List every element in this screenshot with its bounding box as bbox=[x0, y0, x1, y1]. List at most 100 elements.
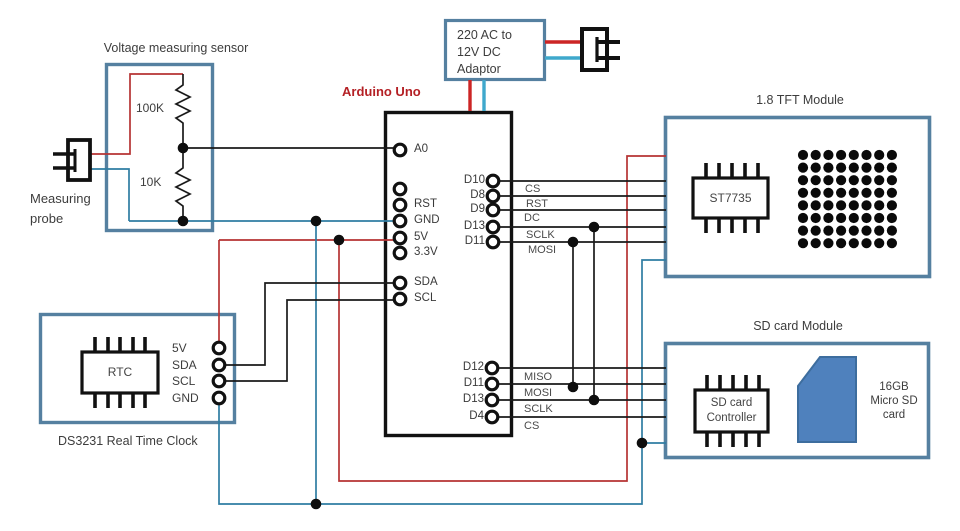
pin-sda bbox=[392, 275, 408, 291]
junction-mosi-top bbox=[567, 236, 579, 248]
pin-label-scl: SCL bbox=[414, 292, 437, 304]
tft-dot bbox=[836, 149, 847, 161]
pin-d11 bbox=[485, 234, 501, 250]
tft-dot bbox=[823, 175, 834, 186]
signal-label-miso: MISO bbox=[524, 371, 553, 383]
tft-dot bbox=[797, 238, 809, 249]
rtc-chip-label: RTC bbox=[107, 365, 133, 379]
tft-dot bbox=[874, 149, 885, 161]
pin-label-d13: D13 bbox=[463, 220, 485, 232]
sd-controller-body bbox=[693, 388, 770, 434]
rtc-chip-top-pins bbox=[93, 337, 147, 352]
tft-dot bbox=[886, 175, 898, 186]
sd-card-label-line3: card bbox=[882, 409, 906, 421]
arduino-title: Arduino Uno bbox=[342, 84, 421, 99]
probe-prongs bbox=[53, 152, 75, 170]
pin-d11b bbox=[484, 376, 500, 392]
pin-label-5v: 5V bbox=[414, 231, 429, 243]
rtc-chip-body bbox=[80, 350, 160, 395]
tft-dot bbox=[874, 212, 885, 224]
sda-wire bbox=[225, 282, 394, 366]
tft-dot bbox=[874, 187, 885, 198]
resistor-10k-label: 10K bbox=[140, 175, 162, 189]
sd-chip-label-line2: Controller bbox=[706, 412, 757, 424]
tft-dot bbox=[823, 187, 834, 198]
junction-gnd-bottom bbox=[310, 498, 322, 510]
adaptor-label-line3: Adaptor bbox=[457, 62, 501, 76]
probe-body bbox=[66, 138, 92, 182]
tft-dot bbox=[861, 225, 872, 236]
tft-dot bbox=[848, 162, 859, 173]
pin-label-d4: D4 bbox=[469, 410, 484, 422]
voltage-divider bbox=[174, 74, 192, 222]
pin-gnd bbox=[392, 213, 408, 229]
sd-module-title: SD card Module bbox=[753, 319, 843, 333]
rtc-pin-label-gnd: GND bbox=[172, 391, 199, 405]
pin-d13b bbox=[484, 392, 500, 408]
pin-a0 bbox=[392, 142, 408, 158]
tft-dot bbox=[823, 225, 834, 236]
tft-dot bbox=[836, 200, 847, 211]
tft-dot bbox=[861, 175, 872, 186]
tft-dot bbox=[886, 212, 898, 224]
pin-label-gnd: GND bbox=[414, 214, 440, 226]
adaptor-label-line2: 12V DC bbox=[457, 45, 501, 59]
rtc-pin-sda bbox=[211, 357, 227, 373]
signal-label-dc: DC bbox=[524, 212, 540, 224]
rtc-gnd-to-tft-wire bbox=[218, 259, 666, 505]
tft-dot bbox=[810, 187, 821, 198]
tft-dot bbox=[810, 238, 821, 249]
tft-dot bbox=[810, 175, 821, 186]
tft-dot bbox=[848, 225, 859, 236]
junction-mosi-bottom bbox=[567, 381, 579, 393]
tft-dot bbox=[874, 225, 885, 236]
tft-dot bbox=[874, 175, 885, 186]
pin-d8 bbox=[485, 188, 501, 204]
junction-dots bbox=[177, 142, 648, 510]
tft-dot bbox=[836, 175, 847, 186]
pin-label-rst: RST bbox=[414, 198, 437, 210]
sd-controller-top-pins bbox=[705, 375, 761, 390]
pin-label-a0: A0 bbox=[414, 143, 429, 155]
adaptor-power-wires bbox=[468, 40, 582, 111]
st7735-bottom-pins bbox=[704, 218, 760, 233]
tft-dot bbox=[886, 200, 898, 211]
tft-dot bbox=[861, 238, 872, 249]
tft-dot bbox=[797, 175, 809, 186]
pin-label-sda: SDA bbox=[414, 276, 438, 288]
measuring-probe-icon bbox=[53, 138, 92, 182]
st7735-chip-label: ST7735 bbox=[709, 191, 752, 205]
st7735-top-pins bbox=[704, 163, 760, 178]
tft-dot bbox=[886, 225, 898, 236]
tft-dot bbox=[810, 149, 821, 161]
tft-dot bbox=[823, 212, 834, 224]
tft-dot bbox=[836, 187, 847, 198]
tft-dot bbox=[886, 149, 898, 161]
tft-dot bbox=[810, 212, 821, 224]
tft-module-title: 1.8 TFT Module bbox=[756, 93, 844, 107]
sd-card-label-line2: Micro SD bbox=[870, 395, 918, 407]
pin-d10 bbox=[485, 173, 501, 189]
rtc-pin-label-sda: SDA bbox=[172, 358, 197, 372]
tft-dot bbox=[823, 162, 834, 173]
sd-controller-chip bbox=[693, 375, 770, 447]
resistor-10k bbox=[174, 148, 192, 222]
gnd-wires bbox=[90, 168, 666, 505]
tft-dot bbox=[848, 187, 859, 198]
tft-dot-matrix bbox=[797, 149, 898, 249]
tft-dot bbox=[836, 212, 847, 224]
signal-label-cs: CS bbox=[525, 183, 541, 195]
tft-dot bbox=[823, 238, 834, 249]
rtc-chip bbox=[80, 337, 160, 408]
pin-label-d11b: D11 bbox=[463, 377, 484, 389]
junction-5v-rail bbox=[333, 234, 345, 246]
tft-dot bbox=[886, 187, 898, 198]
pin-label-d12: D12 bbox=[462, 361, 484, 373]
tft-dot bbox=[861, 187, 872, 198]
signal-label-cs2: CS bbox=[524, 420, 540, 432]
adaptor-box bbox=[443, 18, 547, 82]
tft-dot bbox=[861, 149, 872, 161]
rtc-pin-label-5v: 5V bbox=[172, 341, 187, 355]
pin-rst bbox=[392, 197, 408, 213]
